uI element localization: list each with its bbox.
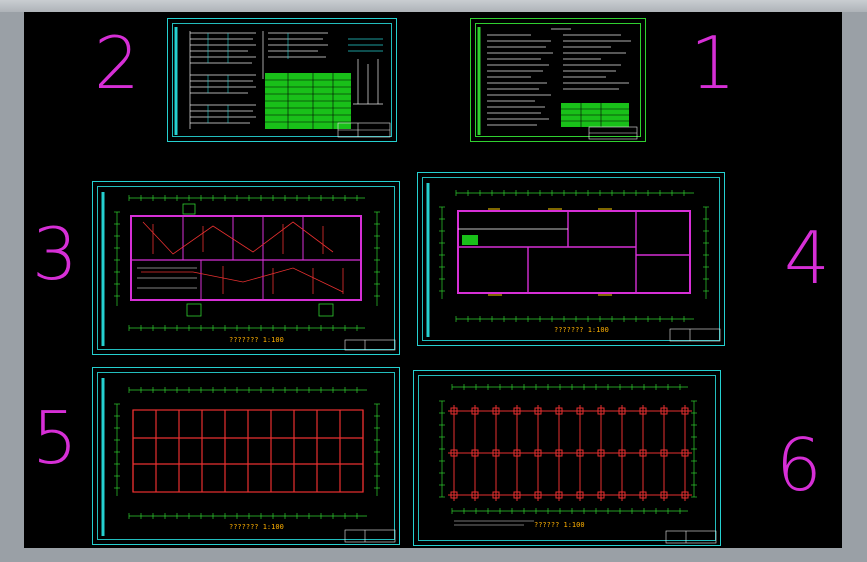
drawing-canvas[interactable]: 2 1 3 4 5 6 (24, 12, 842, 548)
sheet-2[interactable] (167, 18, 397, 142)
sheet-number-5: 5 (32, 396, 78, 480)
sheet-3-drawing (101, 192, 396, 351)
sheet-3-title: ??????? 1:100 (229, 336, 284, 344)
sheet-number-6: 6 (776, 423, 822, 507)
sheet-2-border (172, 23, 392, 137)
viewer-top-bar (0, 0, 867, 12)
sheet-6-title: ?????? 1:100 (534, 521, 585, 529)
sheet-4[interactable]: ??????? 1:100 (417, 172, 725, 346)
sheet-6-drawing (439, 384, 717, 544)
sheet-5-drawing (101, 378, 396, 543)
sheet-2-drawing (174, 27, 391, 138)
sheet-5-border (97, 372, 395, 540)
sheet-number-4: 4 (784, 216, 830, 300)
sheet-6-border (418, 375, 716, 541)
sheet-4-title: ??????? 1:100 (554, 326, 609, 334)
sheet-1-border (475, 23, 641, 137)
sheet-number-3: 3 (32, 212, 78, 296)
sheet-number-2: 2 (94, 21, 140, 105)
sheet-3[interactable]: ??????? 1:100 (92, 181, 400, 355)
sheet-number-1: 1 (690, 21, 736, 105)
sheet-3-border (97, 186, 395, 350)
sheet-5-title: ??????? 1:100 (229, 523, 284, 531)
sheet-1[interactable] (470, 18, 646, 142)
sheet-1-drawing (477, 27, 638, 140)
sheet-4-drawing (426, 183, 721, 342)
sheet-4-border (422, 177, 720, 341)
sheet-5[interactable]: ??????? 1:100 (92, 367, 400, 545)
sheet-6[interactable]: ?????? 1:100 (413, 370, 721, 546)
